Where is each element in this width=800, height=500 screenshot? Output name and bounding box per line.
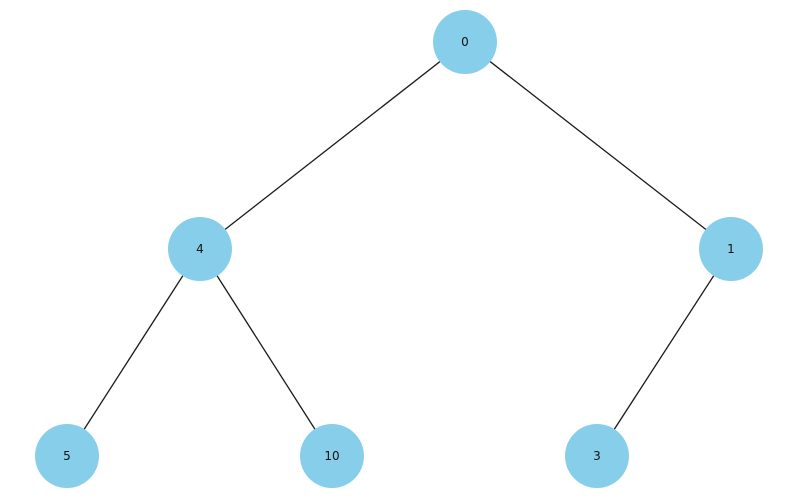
tree-node-5[interactable]: 5 bbox=[35, 424, 99, 488]
tree-node-circle-4[interactable] bbox=[168, 217, 232, 281]
tree-node-circle-10[interactable] bbox=[300, 424, 364, 488]
tree-node-circle-1[interactable] bbox=[699, 217, 763, 281]
tree-node-3[interactable]: 3 bbox=[565, 424, 629, 488]
tree-edge-0-1 bbox=[464, 41, 732, 250]
edges-group bbox=[66, 41, 732, 457]
tree-edge-0-4 bbox=[199, 41, 466, 250]
tree-node-0[interactable]: 0 bbox=[433, 10, 497, 74]
tree-node-circle-5[interactable] bbox=[35, 424, 99, 488]
tree-edge-1-3 bbox=[596, 248, 732, 457]
tree-node-1[interactable]: 1 bbox=[699, 217, 763, 281]
tree-node-circle-3[interactable] bbox=[565, 424, 629, 488]
tree-node-circle-0[interactable] bbox=[433, 10, 497, 74]
tree-edge-4-10 bbox=[199, 248, 333, 457]
nodes-group: 0 4 1 5 10 3 bbox=[35, 10, 763, 488]
tree-node-4[interactable]: 4 bbox=[168, 217, 232, 281]
tree-edge-4-5 bbox=[66, 248, 201, 457]
tree-node-10[interactable]: 10 bbox=[300, 424, 364, 488]
